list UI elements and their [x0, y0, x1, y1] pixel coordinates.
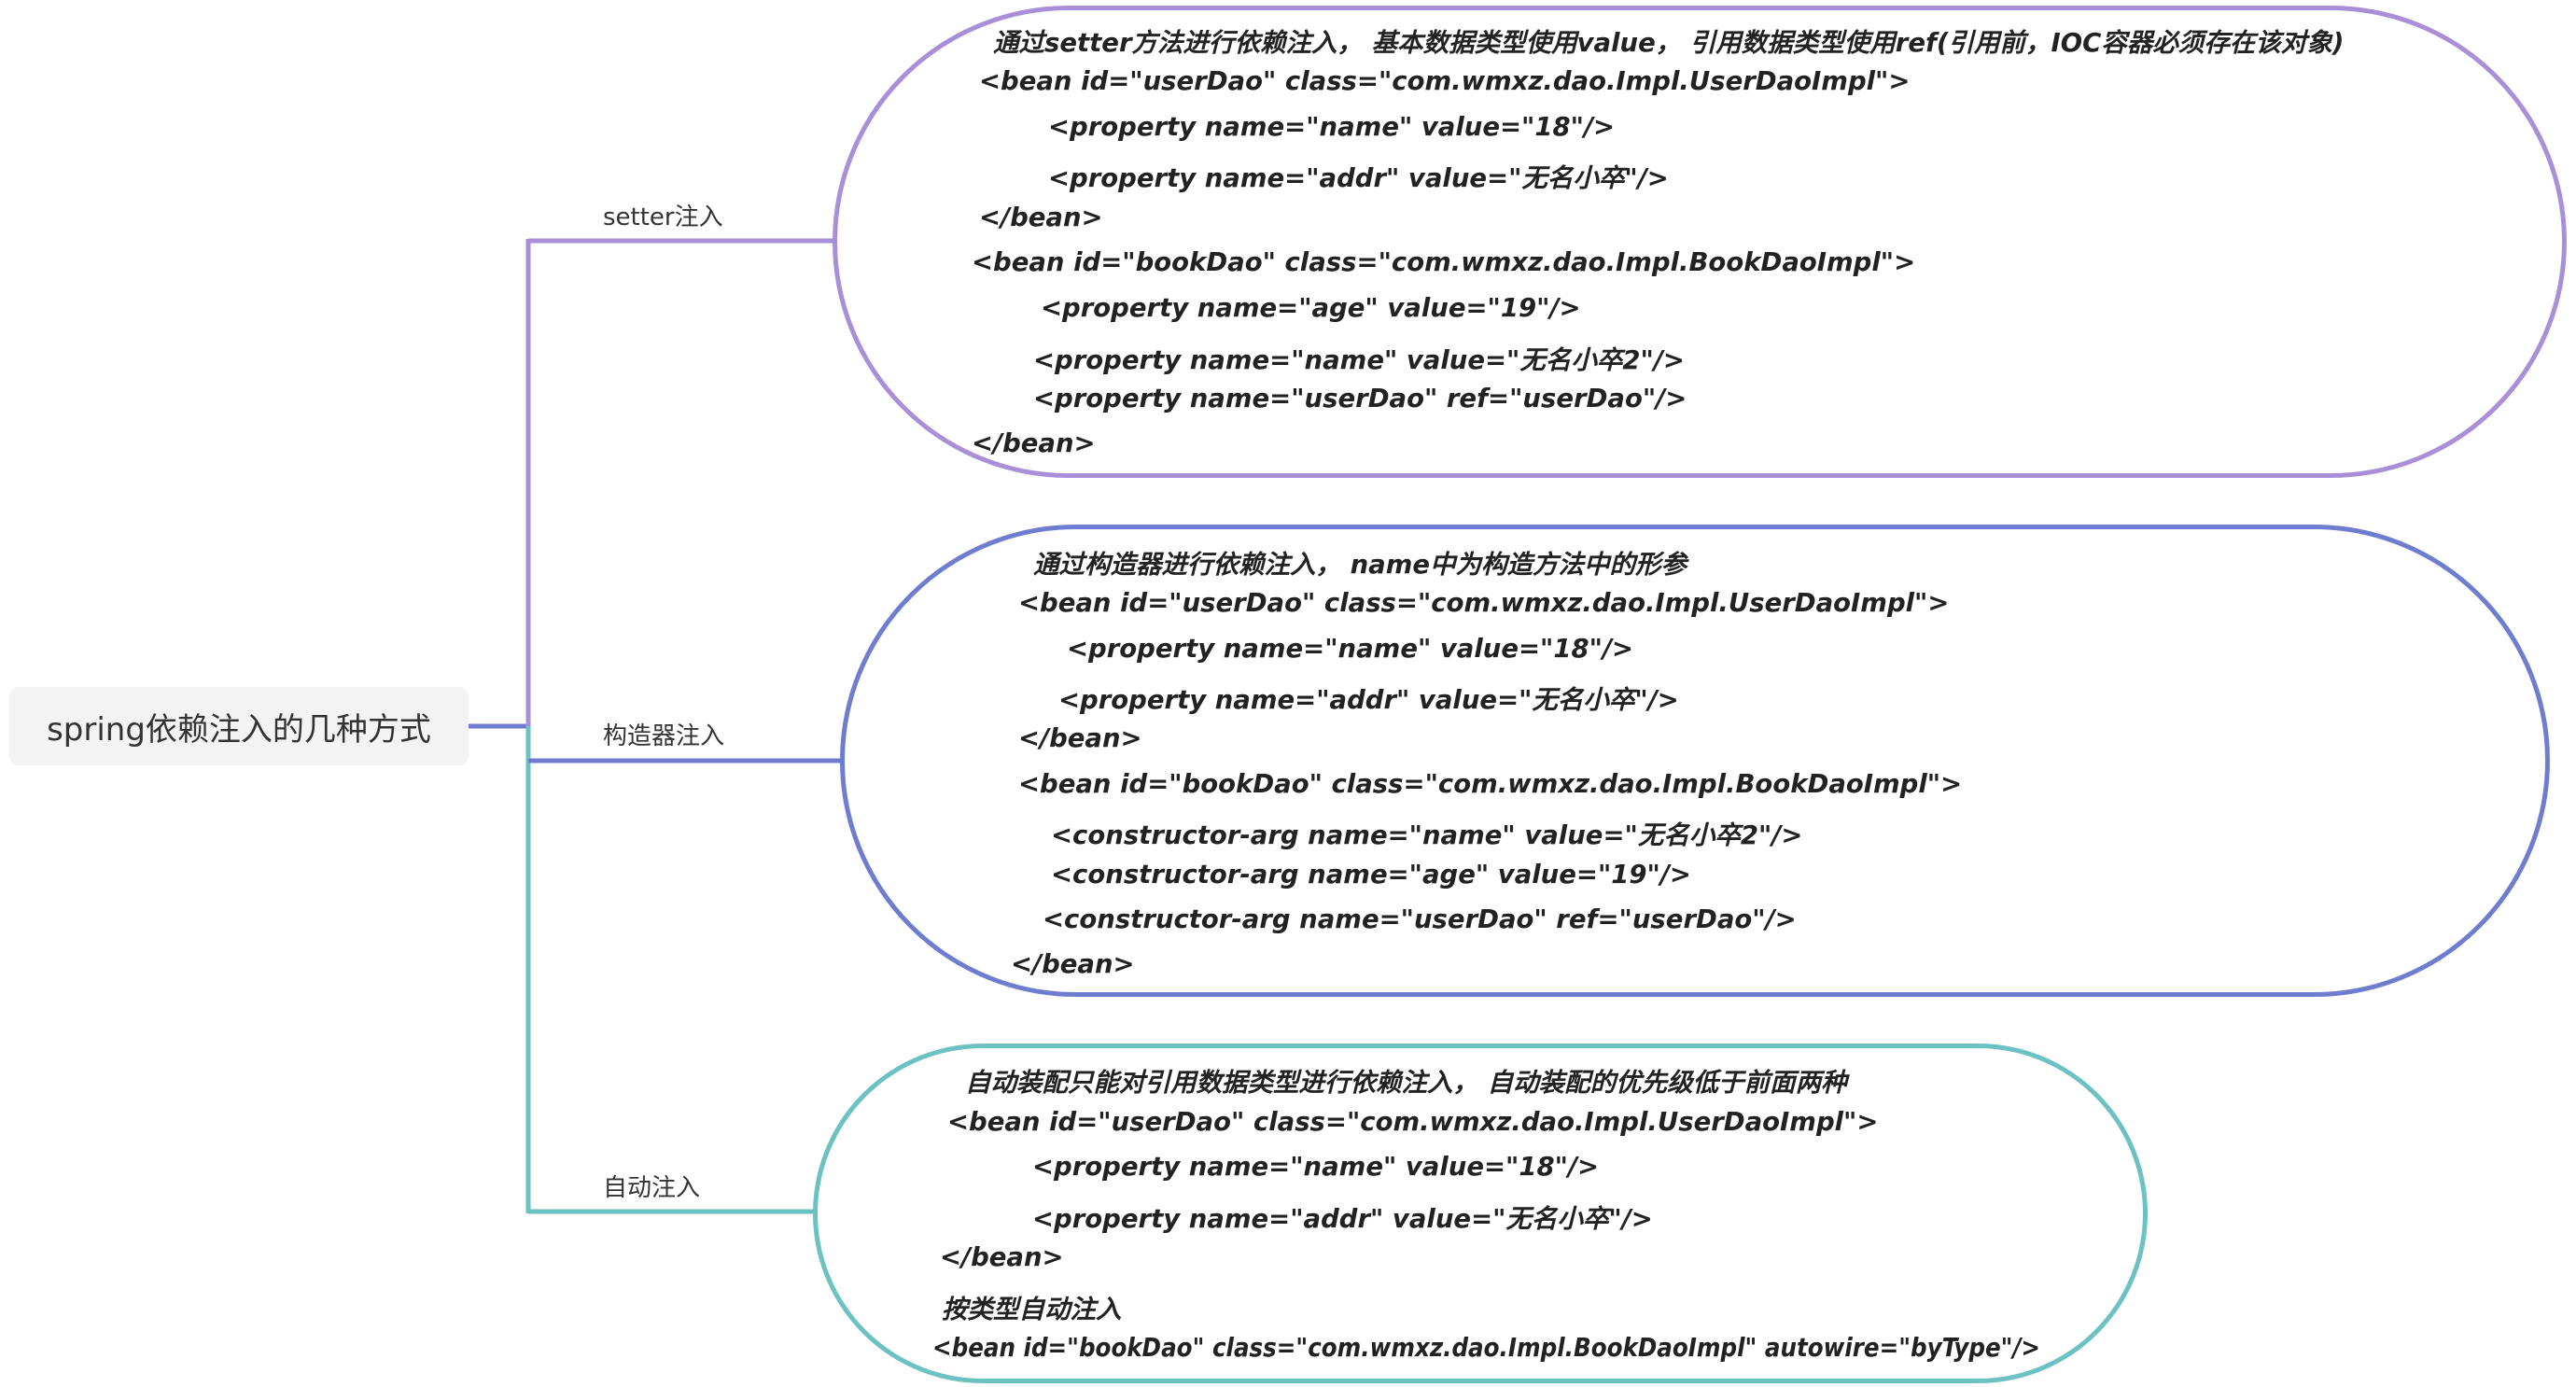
- autowire-note-line: 自动装配只能对引用数据类型进行依赖注入， 自动装配的优先级低于前面两种: [965, 1068, 1847, 1098]
- setter-code-line: <property name="name" value="18"/>: [1048, 112, 1616, 142]
- setter-code-line: <bean id="userDao" class="com.wmxz.dao.I…: [979, 66, 1911, 96]
- root-topic[interactable]: spring依赖注入的几种方式: [9, 687, 469, 765]
- constructor-note-line: 通过构造器进行依赖注入， name中为构造方法中的形参: [1033, 550, 1687, 580]
- setter-code-line: <bean id="bookDao" class="com.wmxz.dao.I…: [972, 247, 1916, 277]
- setter-code-line: </bean>: [972, 428, 1096, 458]
- constructor-branch-label: 构造器注入: [603, 722, 725, 750]
- autowire-code-line: <bean id="bookDao" class="com.wmxz.dao.I…: [932, 1333, 2041, 1363]
- constructor-code-line: </bean>: [1011, 949, 1135, 979]
- autowire-code-bubble[interactable]: 自动装配只能对引用数据类型进行依赖注入， 自动装配的优先级低于前面两种 <bea…: [813, 1044, 2148, 1383]
- constructor-code-line: <constructor-arg name="name" value="无名小卒…: [1051, 820, 1803, 850]
- constructor-code-line: <bean id="userDao" class="com.wmxz.dao.I…: [1018, 588, 1950, 618]
- setter-code-line: <property name="addr" value="无名小卒"/>: [1048, 163, 1669, 193]
- root-topic-label: spring依赖注入的几种方式: [47, 710, 431, 749]
- autowire-code-line: <property name="addr" value="无名小卒"/>: [1032, 1204, 1653, 1234]
- autowire-branch-label: 自动注入: [603, 1174, 701, 1202]
- setter-code-line: <property name="userDao" ref="userDao"/>: [1033, 384, 1687, 413]
- autowire-code-line: <property name="name" value="18"/>: [1032, 1152, 1600, 1182]
- autowire-code-line: <bean id="userDao" class="com.wmxz.dao.I…: [947, 1107, 1879, 1137]
- setter-code-line: <property name="name" value="无名小卒2"/>: [1033, 345, 1685, 375]
- constructor-code-bubble[interactable]: 通过构造器进行依赖注入， name中为构造方法中的形参 <bean id="us…: [840, 525, 2550, 997]
- constructor-code-line: </bean>: [1018, 723, 1142, 753]
- constructor-code-line: <property name="name" value="18"/>: [1067, 634, 1634, 664]
- setter-branch-label: setter注入: [603, 203, 723, 231]
- constructor-code-line: <constructor-arg name="userDao" ref="use…: [1043, 904, 1797, 934]
- constructor-code-line: <constructor-arg name="age" value="19"/>: [1051, 860, 1691, 890]
- setter-code-line: </bean>: [979, 203, 1103, 232]
- constructor-code-line: <property name="addr" value="无名小卒"/>: [1058, 685, 1679, 715]
- setter-code-line: <property name="age" value="19"/>: [1041, 293, 1581, 323]
- autowire-code-line: </bean>: [940, 1242, 1064, 1272]
- constructor-code-line: <bean id="bookDao" class="com.wmxz.dao.I…: [1018, 769, 1963, 799]
- setter-code-bubble[interactable]: 通过setter方法进行依赖注入， 基本数据类型使用value， 引用数据类型使…: [833, 6, 2567, 478]
- setter-note-line: 通过setter方法进行依赖注入， 基本数据类型使用value， 引用数据类型使…: [993, 28, 2345, 58]
- autowire-subnote-line: 按类型自动注入: [942, 1295, 1122, 1324]
